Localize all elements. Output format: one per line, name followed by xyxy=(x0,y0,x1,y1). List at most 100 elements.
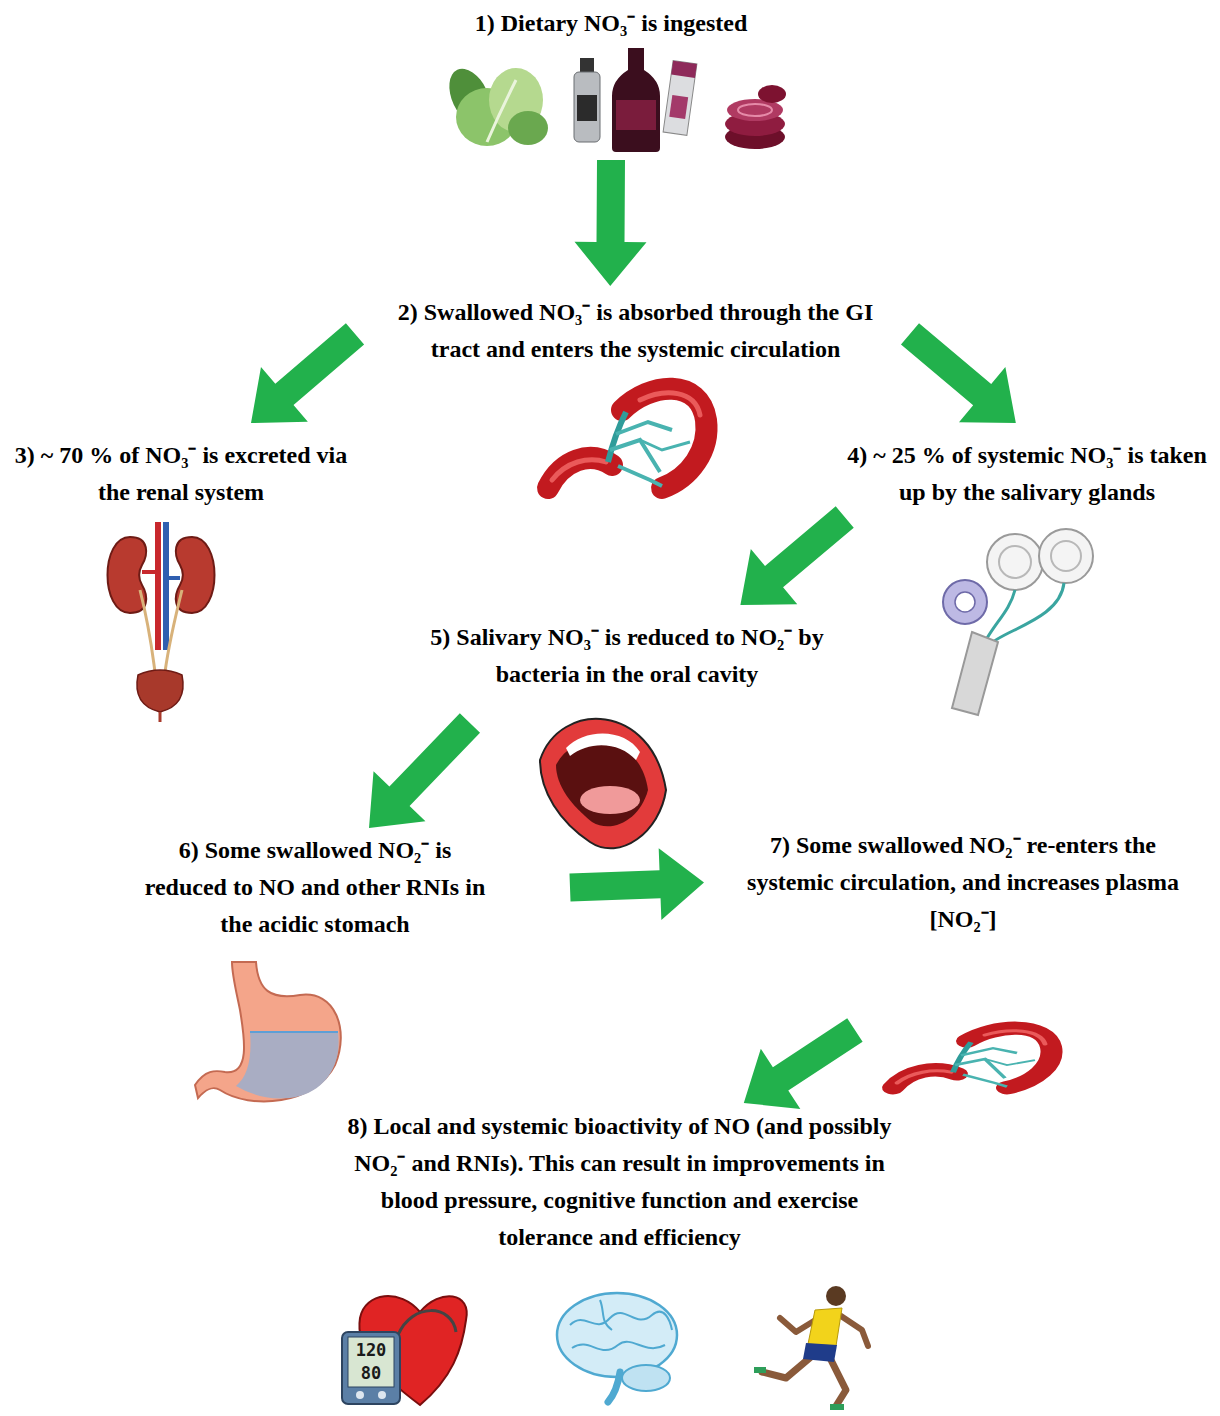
gyrus xyxy=(570,1312,672,1330)
step-node: 5) Salivary NO₃⁻ is reduced to NO₂⁻ by b… xyxy=(417,619,837,693)
gland-lobe xyxy=(987,534,1043,590)
cerebrum xyxy=(557,1293,677,1377)
capillary xyxy=(640,440,690,450)
circulation-icon xyxy=(548,389,707,488)
step-node: 8) Local and systemic bioactivity of NO … xyxy=(337,1108,902,1256)
acinus xyxy=(943,580,987,624)
step-text: 7) Some swallowed NO₂⁻ re-enters the sys… xyxy=(736,827,1190,938)
leafy-greens-icon xyxy=(441,62,548,146)
shot-bottle-icon xyxy=(574,58,600,142)
monitor-button xyxy=(356,1391,364,1399)
shoe xyxy=(754,1367,766,1373)
tongue xyxy=(580,786,640,814)
step-text: 2) Swallowed NO₃⁻ is absorbed through th… xyxy=(385,294,886,368)
brain-stem xyxy=(608,1372,620,1402)
step-node: 4) ~ 25 % of systemic NO₃⁻ is taken up b… xyxy=(841,437,1213,511)
kidney xyxy=(176,537,215,613)
flow-arrow xyxy=(369,713,480,828)
acinus-lumen xyxy=(955,592,975,612)
step-text: 6) Some swallowed NO₂⁻ is reduced to NO … xyxy=(137,832,493,943)
beet-piece xyxy=(758,85,786,103)
shoe xyxy=(830,1404,844,1410)
kidney xyxy=(108,537,147,613)
step-text: 4) ~ 25 % of systemic NO₃⁻ is taken up b… xyxy=(843,437,1211,511)
artery-shine xyxy=(640,393,700,415)
stomach-wall xyxy=(195,962,341,1101)
monitor-button xyxy=(378,1391,386,1399)
step-text: 5) Salivary NO₃⁻ is reduced to NO₂⁻ by b… xyxy=(419,619,835,693)
flow-arrow xyxy=(901,323,1016,423)
gland-lobe xyxy=(1039,529,1093,583)
step-node: 6) Some swallowed NO₂⁻ is reduced to NO … xyxy=(135,832,495,943)
gastric-fluid xyxy=(236,1032,339,1099)
renal-vein xyxy=(166,576,180,580)
teeth xyxy=(566,733,640,760)
gland-duct xyxy=(988,583,1064,646)
step-node: 2) Swallowed NO₃⁻ is absorbed through th… xyxy=(383,294,888,368)
mouth-icon xyxy=(540,719,666,848)
gland-lobule xyxy=(999,546,1031,578)
flow-arrow xyxy=(569,848,704,920)
leg xyxy=(830,1358,846,1406)
display-reading: 80 xyxy=(348,1362,394,1384)
step-node: 1) Dietary NO₃⁻ is ingested xyxy=(401,5,821,42)
salivary-gland-icon xyxy=(943,529,1093,715)
monitor-display xyxy=(348,1337,394,1387)
leaf-vein xyxy=(487,80,516,142)
circulation-icon xyxy=(893,1028,1052,1088)
excretory-duct xyxy=(952,632,998,715)
blood-vessels xyxy=(548,389,707,488)
lips xyxy=(540,719,666,848)
artery xyxy=(548,458,612,488)
bladder xyxy=(137,670,183,712)
aorta xyxy=(155,522,161,650)
brain-icon xyxy=(557,1293,677,1402)
packet-band xyxy=(671,61,697,78)
leaf xyxy=(508,111,548,145)
bottle-label xyxy=(616,100,656,130)
artery-shine xyxy=(552,460,606,480)
beetroot-icon xyxy=(725,85,786,149)
capillary xyxy=(618,466,662,486)
cerebellum xyxy=(622,1365,670,1391)
sulcus xyxy=(600,1300,612,1330)
arm xyxy=(838,1314,868,1346)
renal-artery xyxy=(142,570,158,574)
step-node: 7) Some swallowed NO₂⁻ re-enters the sys… xyxy=(734,827,1192,938)
flow-arrow xyxy=(575,160,647,286)
bottle-body xyxy=(574,72,600,142)
display-reading: 120 xyxy=(348,1339,394,1361)
cuff-tube xyxy=(398,1311,456,1335)
kidney-icon xyxy=(108,522,215,722)
packet-label xyxy=(669,95,688,119)
step-node: 3) ~ 70 % of NO₃⁻ is excreted via the re… xyxy=(6,437,356,511)
ureter xyxy=(165,590,182,672)
step-text: 8) Local and systemic bioactivity of NO … xyxy=(339,1108,900,1256)
blood-pressure-icon xyxy=(342,1296,467,1405)
packet-body xyxy=(663,61,697,136)
ureter xyxy=(140,590,155,672)
bottle-body xyxy=(612,48,660,152)
bottle-label xyxy=(577,95,597,121)
fluid-surface xyxy=(250,1031,338,1033)
urethra xyxy=(159,712,162,722)
gel-packet-icon xyxy=(663,61,697,136)
beet-ring xyxy=(738,104,772,116)
juice-bottle-icon xyxy=(612,48,660,152)
gyrus xyxy=(572,1342,665,1350)
monitor-body xyxy=(342,1332,400,1404)
runner-icon xyxy=(754,1286,868,1410)
step-text: 1) Dietary NO₃⁻ is ingested xyxy=(403,5,819,42)
gland-lobule xyxy=(1051,541,1081,571)
leg xyxy=(762,1356,812,1378)
capillary xyxy=(608,412,626,462)
step-text: 3) ~ 70 % of NO₃⁻ is excreted via the re… xyxy=(8,437,354,511)
flow-arrow xyxy=(740,506,853,605)
vena-cava xyxy=(163,522,169,650)
head xyxy=(826,1286,846,1306)
flow-arrow xyxy=(744,1018,863,1109)
shirt xyxy=(808,1308,842,1346)
capillary xyxy=(616,422,672,434)
shorts xyxy=(803,1343,837,1362)
